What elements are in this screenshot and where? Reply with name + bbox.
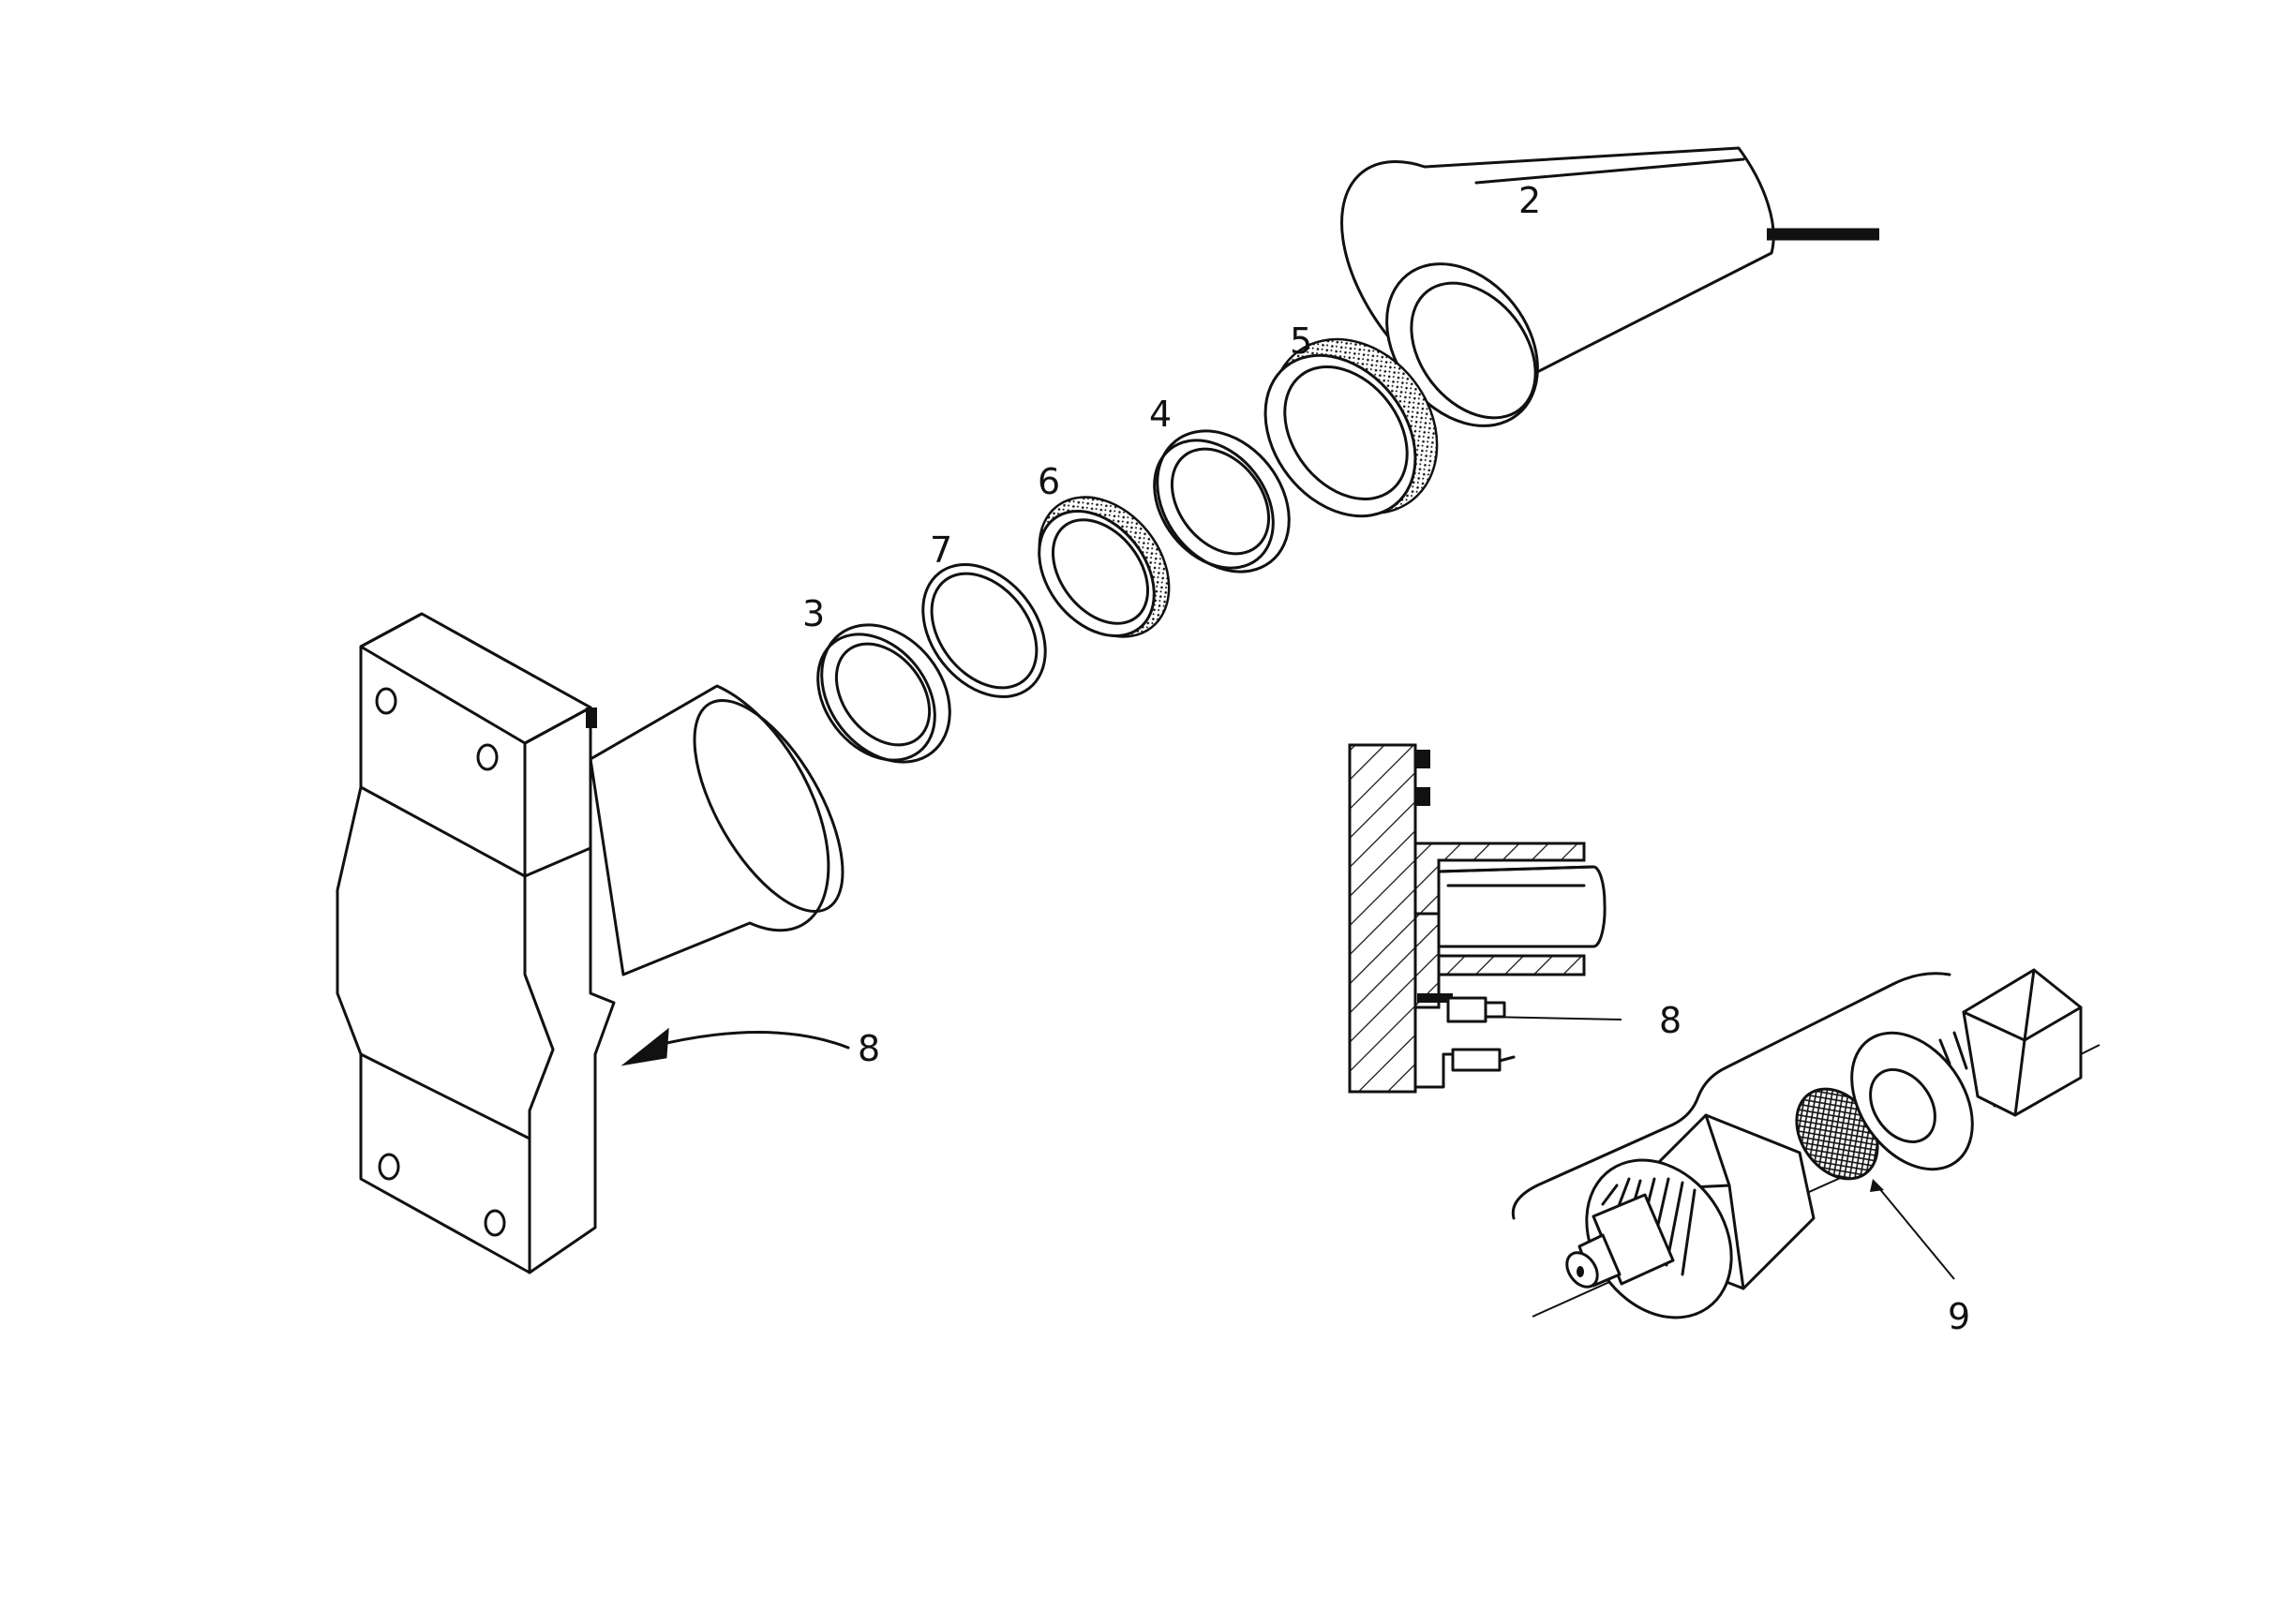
callout-2: 2 bbox=[1518, 180, 1541, 221]
callout-9: 9 bbox=[1948, 1296, 1970, 1337]
callout-7: 7 bbox=[930, 529, 952, 571]
ring-part-3 bbox=[816, 623, 951, 764]
callout-8-left: 8 bbox=[858, 1028, 880, 1069]
ring-part-7 bbox=[921, 563, 1047, 698]
ring-part-4 bbox=[1153, 429, 1291, 574]
callout-6: 6 bbox=[1038, 461, 1060, 502]
callout-3: 3 bbox=[802, 593, 825, 634]
section-view bbox=[1348, 743, 1622, 1094]
ring-part-6 bbox=[1038, 496, 1171, 638]
housing-body bbox=[336, 612, 850, 1274]
ring-part-5 bbox=[1263, 337, 1439, 518]
callout-4: 4 bbox=[1149, 394, 1172, 435]
fitting-assembly bbox=[1511, 968, 2100, 1319]
callout-8-right: 8 bbox=[1659, 1000, 1682, 1041]
callout-5: 5 bbox=[1290, 320, 1312, 362]
